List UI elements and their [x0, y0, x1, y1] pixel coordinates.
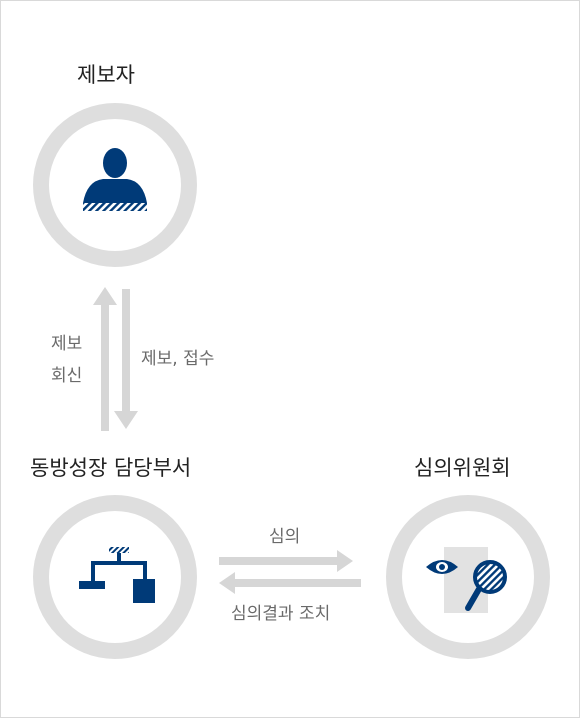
arrow-left — [219, 572, 361, 594]
committee-node — [386, 495, 550, 659]
result-action-label: 심의결과 조치 — [231, 604, 331, 624]
magnifier-icon — [473, 560, 507, 594]
committee-title: 심의위원회 — [414, 456, 511, 480]
reporter-title: 제보자 — [77, 63, 135, 87]
reporter-node — [33, 103, 197, 267]
reply-label-line2: 회신 — [51, 366, 83, 386]
org-chart-icon — [79, 547, 155, 603]
review-icon — [426, 547, 507, 613]
reply-label-line1: 제보 — [51, 334, 83, 354]
department-node — [33, 495, 197, 659]
arrow-down — [114, 289, 138, 429]
arrow-up — [93, 287, 117, 431]
person-icon — [83, 148, 147, 211]
arrow-right — [219, 550, 353, 572]
department-title: 동방성장 담당부서 — [30, 456, 192, 480]
deliberation-label: 심의 — [269, 527, 301, 547]
report-receive-label: 제보, 접수 — [141, 349, 215, 369]
